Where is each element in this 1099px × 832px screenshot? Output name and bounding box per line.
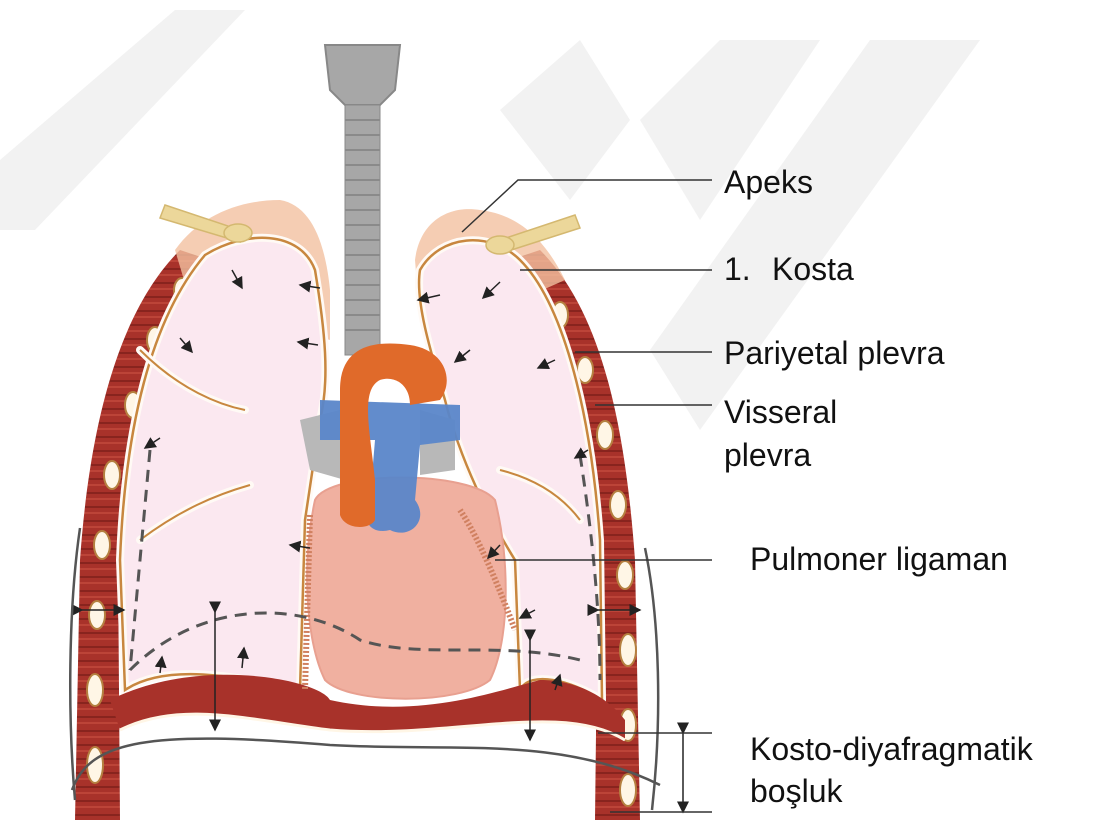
label-costodiaphragmatic-1: Kosto-diyafragmatik	[750, 730, 1033, 768]
label-visceral-2: plevra	[724, 436, 811, 474]
label-pulmonary-ligament: Pulmoner ligaman	[750, 540, 1008, 578]
label-costodiaphragmatic-2: boşluk	[750, 772, 843, 810]
label-first-rib: 1.Kosta	[724, 250, 854, 288]
label-apex: Apeks	[724, 163, 813, 201]
label-visceral-1: Visseral	[724, 393, 837, 431]
label-rib: Kosta	[772, 251, 854, 287]
label-rib-number: 1.	[724, 250, 772, 288]
label-parietal-pleura: Pariyetal plevra	[724, 334, 945, 372]
